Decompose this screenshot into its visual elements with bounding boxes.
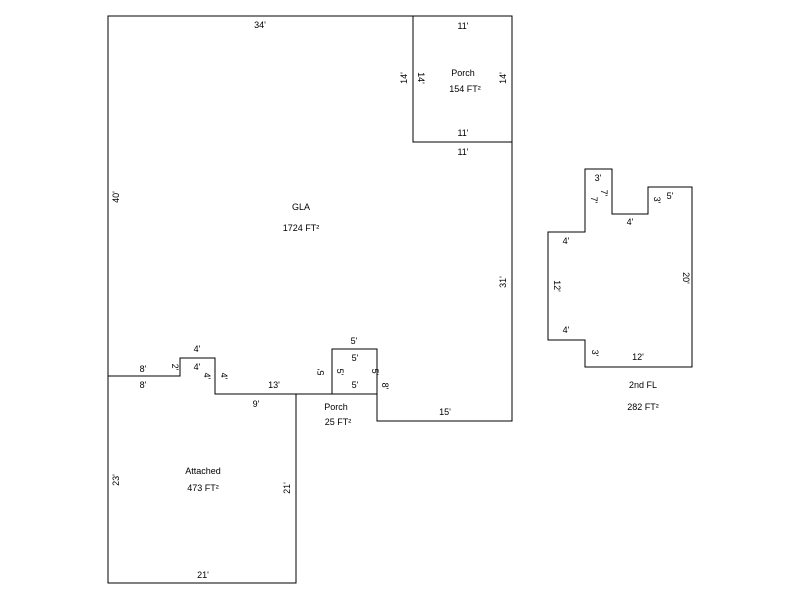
gla-dim-top: 34' (254, 20, 266, 30)
gla-dim-right: 31' (498, 276, 508, 288)
gla-dim-porch-right: 8' (380, 383, 390, 390)
porch-small-dim-right: 5' (370, 369, 380, 376)
gla-dim-porch-bottom: 11' (457, 147, 468, 157)
sf-dim-bottom: 12' (632, 352, 644, 362)
gla-dim-step-left-upper: 8' (140, 364, 147, 374)
sf-dim-notch-bottom: 4' (627, 217, 634, 227)
gla-area: 1724 FT² (283, 223, 320, 233)
gla-dim-step-small-top: 4' (194, 344, 201, 354)
gla-dim-step-small-left: 2' (170, 364, 180, 371)
attached-dim-right: 21' (282, 482, 292, 494)
gla-dim-bottom-mid: 13' (268, 380, 280, 390)
gla-dim-porch-top: 5' (351, 336, 358, 346)
porch-top-name: Porch (451, 68, 475, 78)
porch-top-area: 154 FT² (449, 84, 481, 94)
attached-dim-top-left: 8' (140, 380, 147, 390)
gla-dim-porch-left: 5' (316, 368, 326, 375)
gla-name: GLA (292, 202, 310, 212)
gla-dim-bottom-right: 15' (439, 407, 451, 417)
attached-dim-small-vertical: 4' (202, 373, 212, 380)
attached-area: 473 FT² (187, 483, 219, 493)
porch-top-dim-left-outer: 14' (399, 72, 409, 84)
porch-top-dim-top: 11' (457, 21, 468, 31)
sf-dim-right: 20' (681, 272, 691, 284)
porch-small-dim-left: 5' (335, 369, 345, 376)
sf-dim-bottom-left-step: 3' (590, 350, 600, 357)
second-floor-name: 2nd FL (629, 380, 657, 390)
second-floor-area: 282 FT² (627, 402, 659, 412)
porch-small-dim-bottom: 5' (352, 380, 359, 390)
porch-small-dim-top: 5' (352, 353, 359, 363)
sf-dim-notch-left: 7' (589, 197, 599, 204)
sf-dim-notch-right: 7' (599, 190, 609, 197)
sf-dim-left-upper-top: 4' (563, 236, 570, 246)
porch-top-dim-right: 14' (498, 72, 508, 84)
porch-top-dim-left-inner: 14' (416, 72, 426, 84)
porch-top-outline (412, 15, 513, 143)
sf-dim-left: 12' (552, 280, 562, 292)
attached-dim-left: 23' (111, 474, 121, 486)
porch-small-area: 25 FT² (325, 417, 352, 427)
attached-dim-bottom: 21' (197, 570, 209, 580)
attached-name: Attached (185, 466, 221, 476)
porch-small-outline (331, 348, 378, 395)
attached-outline (107, 357, 297, 584)
attached-dim-small-left: 4' (194, 362, 201, 372)
second-floor-outline (547, 168, 693, 368)
sf-dim-left-lower-top: 4' (563, 325, 570, 335)
porch-top-dim-bottom: 11' (457, 128, 468, 138)
porch-small-name: Porch (324, 402, 348, 412)
sf-dim-top-right: 5' (667, 191, 674, 201)
attached-dim-top-mid: 9' (253, 399, 260, 409)
sf-dim-top-right-side: 3' (652, 197, 662, 204)
gla-dim-step-right-upper: 4' (219, 373, 229, 380)
gla-dim-left: 40' (111, 191, 121, 203)
sf-dim-top-left: 3' (595, 173, 602, 183)
